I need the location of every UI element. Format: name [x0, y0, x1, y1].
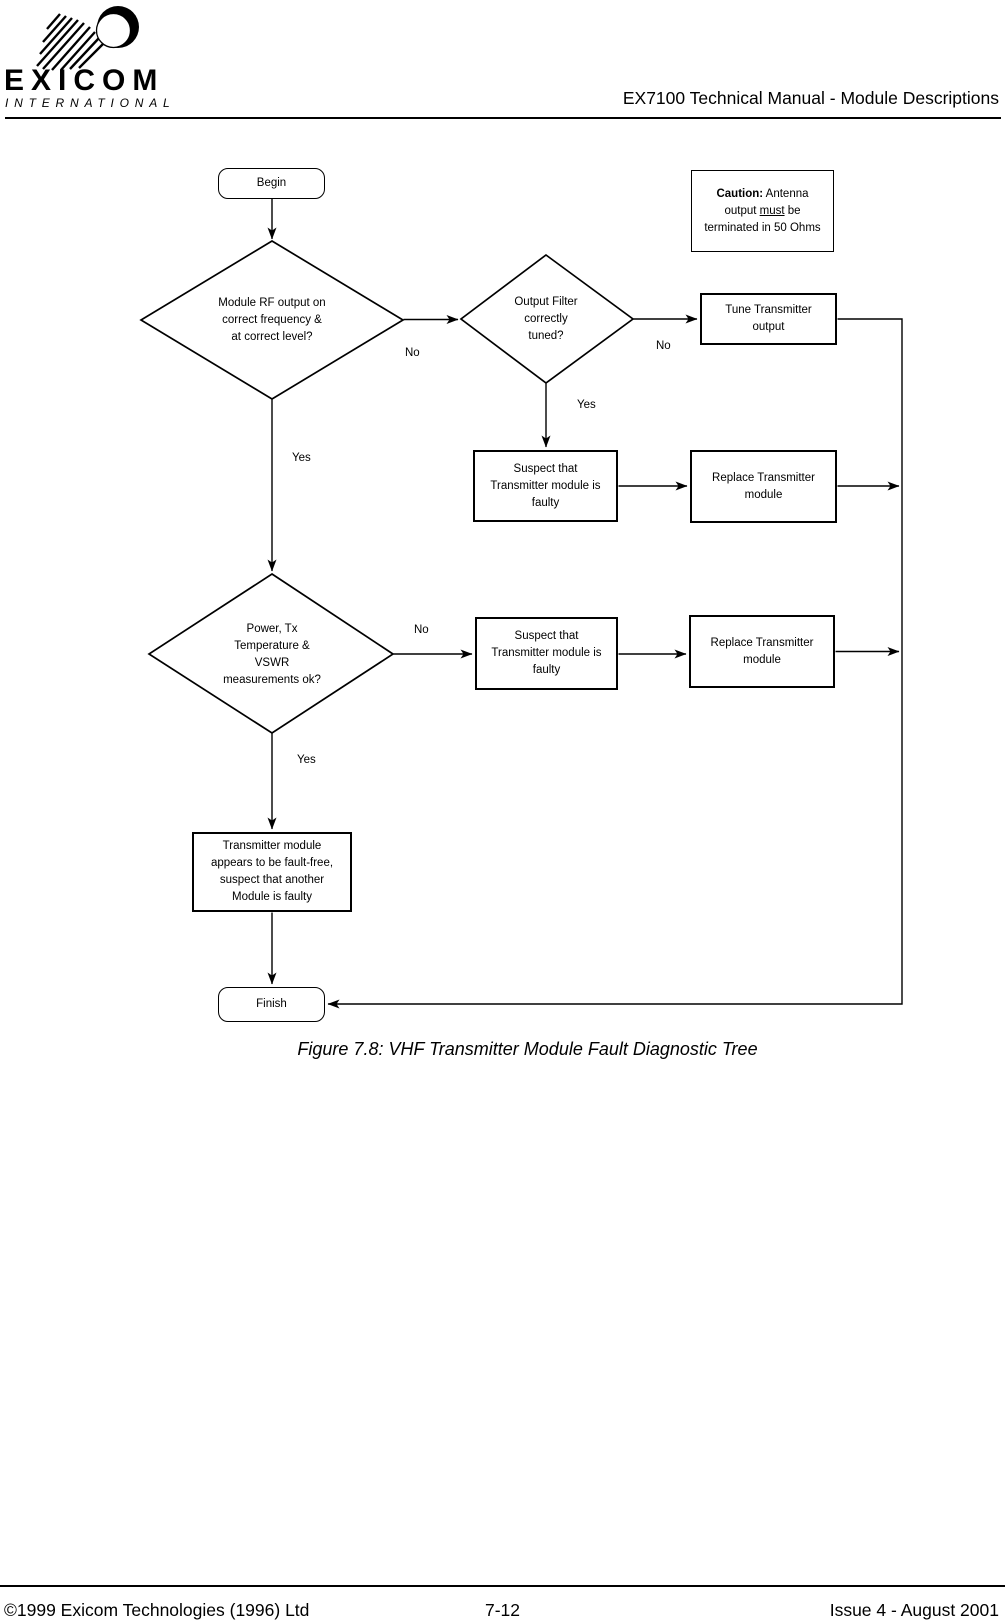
- figure-caption: Figure 7.8: VHF Transmitter Module Fault…: [297, 1039, 758, 1059]
- logo-subtitle: INTERNATIONAL: [5, 96, 176, 110]
- branch-label-rf-no: No: [405, 347, 420, 359]
- decision-filter-diamond: [459, 253, 635, 385]
- finish-label: Finish: [256, 998, 287, 1010]
- process-module-fault-free: Transmitter module appears to be fault-f…: [192, 832, 352, 912]
- footer-divider: [0, 1585, 1005, 1587]
- branch-label-measurements-yes: Yes: [297, 754, 316, 766]
- process-suspect-transmitter-module-2: Suspect that Transmitter module is fault…: [475, 617, 618, 690]
- decision-measurements-diamond: [147, 572, 395, 735]
- decision-measurements-text: Power, Tx Temperature & VSWR measurement…: [223, 623, 321, 686]
- decision-rf-text: Module RF output on correct frequency & …: [218, 297, 326, 343]
- branch-label-rf-yes: Yes: [292, 452, 311, 464]
- decision-filter-text: Output Filter correctly tuned?: [514, 296, 578, 342]
- process-tune-transmitter-output: Tune Transmitter output: [700, 293, 837, 345]
- begin-terminator: Begin: [218, 168, 325, 199]
- process-suspect-transmitter-module-1: Suspect that Transmitter module is fault…: [473, 450, 618, 522]
- finish-terminator: Finish: [218, 987, 325, 1022]
- header-divider: [5, 117, 1001, 119]
- logo-wordmark: EXICOM: [4, 64, 165, 97]
- branch-label-filter-yes: Yes: [577, 399, 596, 411]
- page-header-title: EX7100 Technical Manual - Module Descrip…: [622, 88, 999, 108]
- branch-label-filter-no: No: [656, 340, 671, 352]
- decision-rf-diamond: [139, 240, 405, 400]
- process-replace-transmitter-module-1: Replace Transmitter module: [690, 450, 837, 523]
- footer-page-number: 7-12: [484, 1600, 521, 1620]
- branch-label-measurements-no: No: [414, 624, 429, 636]
- process-replace-transmitter-module-2: Replace Transmitter module: [689, 615, 835, 688]
- comet-ball-icon: [36, 6, 139, 71]
- footer-issue: Issue 4 - August 2001: [829, 1600, 999, 1620]
- caution-note: Caution: Antenna output must be terminat…: [691, 170, 834, 252]
- begin-label: Begin: [256, 177, 287, 189]
- exicom-logo: EXICOM INTERNATIONAL: [0, 0, 200, 115]
- footer-copyright: ©1999 Exicom Technologies (1996) Ltd: [4, 1600, 310, 1620]
- connector-tune-to-finish: [327, 318, 903, 1009]
